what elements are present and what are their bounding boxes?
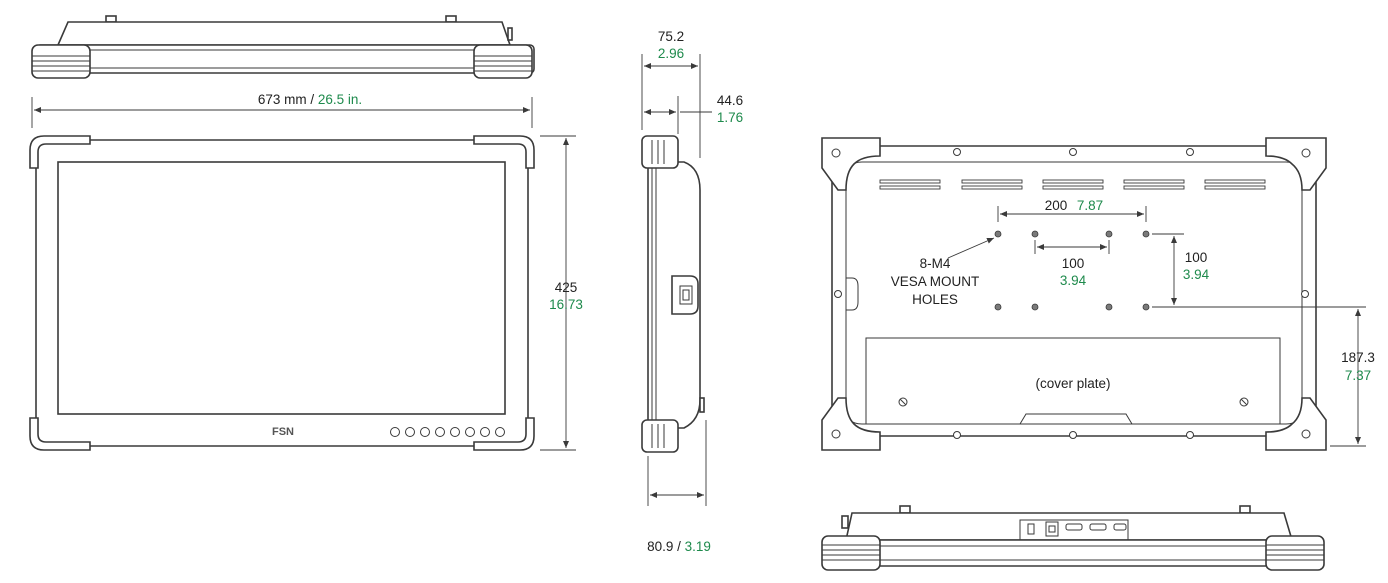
vesa-label-line1: 8-M4 [920,256,951,271]
height-dim-mm: 425 [555,280,578,295]
depth-top-mm: 75.2 [658,29,684,44]
screen [57,161,506,415]
depth-bottom-dimension: 80.9 / 3.19 [647,420,711,554]
corner-bumper-tr [473,135,535,169]
height-dimension: 425 16.73 [540,135,583,451]
bottom-view [821,505,1325,571]
port-recess [1019,519,1129,540]
button-icon [465,427,475,437]
control-buttons [390,427,505,437]
vesa-label-line2: VESA MOUNT [891,274,980,289]
width-dimension: 673 mm / 26.5 in. [31,92,533,128]
vesa-label-line3: HOLES [912,292,958,307]
rear-housing [831,145,1317,437]
height-dim-in: 16.73 [549,297,583,312]
corner-bumper-br [473,417,535,451]
depth-bottom-label: 80.9 / 3.19 [647,539,711,554]
bottom-bumper-left [821,535,881,571]
corner-bumper-tl [29,135,91,169]
fsn-logo: FSN [272,426,294,438]
port-icon [1045,521,1059,537]
vesa-h-dimension: 200 7.87 [997,198,1147,222]
vesa-holes [994,230,1150,311]
bottom-bumper-right [1265,535,1325,571]
hdmi-port-icon [1089,523,1107,531]
side-handle [671,275,699,315]
depth-mid-mm: 44.6 [717,93,743,108]
button-icon [450,427,460,437]
depth-top-in: 2.96 [658,46,684,61]
button-icon [405,427,415,437]
button-icon [390,427,400,437]
side-view [641,135,705,453]
side-bumper-bottom [641,419,679,453]
bottom-offset-in: 7.37 [1345,368,1371,383]
vesa-inner-dimension: 100 3.94 [1034,240,1110,288]
button-icon [420,427,430,437]
side-bumper-top [641,135,679,169]
vesa-h-in: 7.87 [1077,198,1103,213]
vesa-callout: 8-M4 VESA MOUNT HOLES [891,237,995,307]
usb-port-icon [1113,523,1127,531]
vesa-inner-in: 3.94 [1060,273,1087,288]
button-icon [435,427,445,437]
cover-plate-label: (cover plate) [1035,376,1110,391]
hdmi-port-icon [1065,523,1083,531]
width-dim-label: 673 mm / 26.5 in. [258,92,362,107]
depth-mid-dimension: 44.6 1.76 [644,93,743,134]
rear-bracket-br [1265,397,1327,451]
rear-bracket-tr [1265,137,1327,191]
vesa-v-dimension: 100 3.94 [1152,233,1366,308]
top-view [31,15,535,79]
bottom-offset-mm: 187.3 [1341,350,1375,365]
vesa-h-mm: 200 [1045,198,1068,213]
cover-plate [865,337,1281,425]
corner-bumper-bl [29,417,91,451]
button-icon [480,427,490,437]
button-icon [495,427,505,437]
depth-top-dimension: 75.2 2.96 [641,29,701,158]
vesa-inner-mm: 100 [1062,256,1085,271]
vesa-v-in: 3.94 [1183,267,1210,282]
front-view: FSN [29,135,535,451]
rear-vents [879,179,1266,190]
depth-mid-in: 1.76 [717,110,743,125]
bottom-offset-dimension: 187.3 7.37 [1330,309,1375,447]
vesa-v-mm: 100 [1185,250,1208,265]
rear-view: (cover plate) [821,137,1327,451]
